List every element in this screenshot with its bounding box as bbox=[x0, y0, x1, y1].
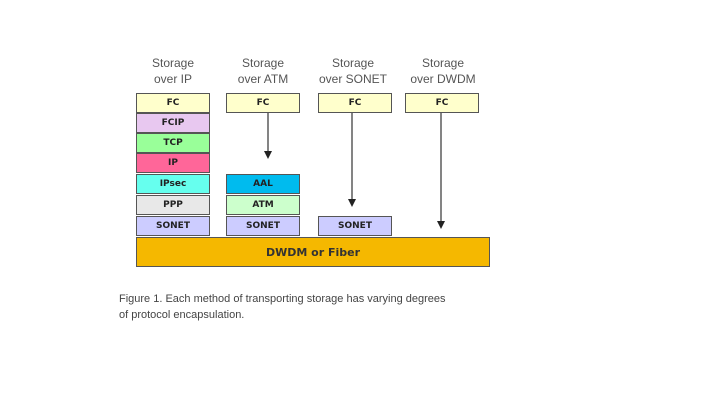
sonet-stack-fc: FC bbox=[318, 93, 392, 113]
column-title-ip-line-2: over IP bbox=[153, 72, 192, 86]
column-title-ip-line-1: Storage bbox=[151, 56, 195, 70]
column-title-sonet-line-2: over SONET bbox=[318, 72, 387, 86]
ip-stack-ipsec: IPsec bbox=[136, 174, 210, 194]
ip-stack-fcip: FCIP bbox=[136, 113, 210, 133]
figure-caption-line-1: Figure 1. Each method of transporting st… bbox=[119, 293, 446, 305]
column-title-atm-line-2: over ATM bbox=[237, 72, 289, 86]
column-title-dwdm-line-2: over DWDM bbox=[410, 72, 476, 86]
column-title-atm: Storage over ATM bbox=[218, 55, 308, 87]
dwdm-stack-fc: FC bbox=[405, 93, 479, 113]
atm-stack-atm: ATM bbox=[226, 195, 300, 215]
dwdm-arrow-head bbox=[437, 221, 445, 229]
ip-stack-sonet: SONET bbox=[136, 216, 210, 236]
atm-stack-sonet: SONET bbox=[226, 216, 300, 236]
ip-stack-tcp: TCP bbox=[136, 133, 210, 153]
ip-stack-fc: FC bbox=[136, 93, 210, 113]
column-title-sonet-line-1: Storage bbox=[331, 56, 375, 70]
column-title-ip: Storage over IP bbox=[128, 55, 218, 87]
sonet-stack-sonet: SONET bbox=[318, 216, 392, 236]
atm-arrow-head bbox=[264, 151, 272, 159]
ip-stack-ppp: PPP bbox=[136, 195, 210, 215]
column-title-dwdm: Storage over DWDM bbox=[398, 55, 488, 87]
column-title-dwdm-line-1: Storage bbox=[421, 56, 465, 70]
dwdm-fiber-base: DWDM or Fiber bbox=[136, 237, 490, 267]
figure-caption: Figure 1. Each method of transporting st… bbox=[119, 291, 559, 323]
atm-stack-fc: FC bbox=[226, 93, 300, 113]
atm-stack-aal: AAL bbox=[226, 174, 300, 194]
sonet-arrow-head bbox=[348, 199, 356, 207]
ip-stack-ip: IP bbox=[136, 153, 210, 173]
column-title-sonet: Storage over SONET bbox=[308, 55, 398, 87]
column-title-atm-line-1: Storage bbox=[241, 56, 285, 70]
figure-caption-line-2: of protocol encapsulation. bbox=[119, 309, 245, 321]
